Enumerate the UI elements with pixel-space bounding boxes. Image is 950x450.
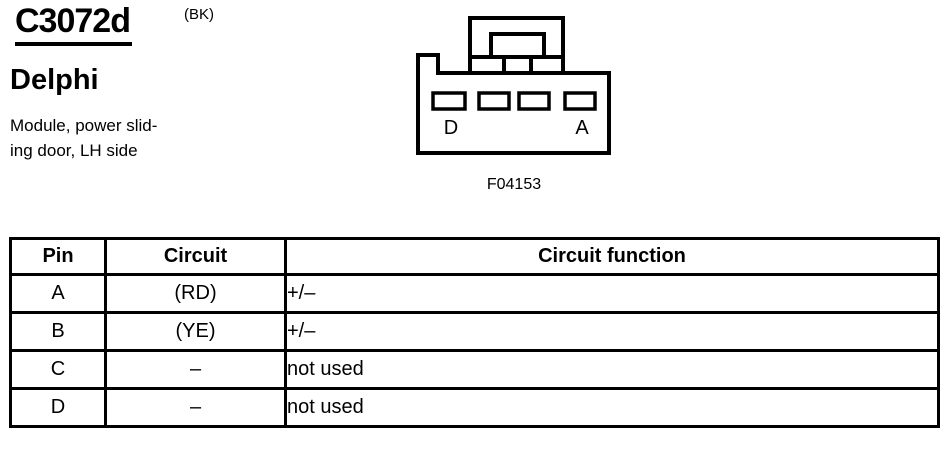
pin-cell: C bbox=[9, 349, 107, 390]
description-line-1: Module, power slid- bbox=[10, 116, 158, 135]
connector-diagram: D A bbox=[410, 10, 618, 160]
pin-cell: D bbox=[9, 387, 107, 428]
function-cell: +/– bbox=[284, 273, 940, 314]
table-row: B (YE) +/– bbox=[9, 311, 940, 352]
pin-cavity-a bbox=[563, 91, 597, 111]
circuit-cell: – bbox=[104, 387, 287, 428]
pinout-table: Pin Circuit Circuit function A (RD) +/– … bbox=[9, 237, 940, 428]
function-cell: not used bbox=[284, 387, 940, 428]
circuit-cell: (YE) bbox=[104, 311, 287, 352]
pin-cavity-d bbox=[431, 91, 467, 111]
description-line-2: ing door, LH side bbox=[10, 141, 138, 160]
connector-drawing: D A bbox=[416, 16, 611, 155]
pin-cavity-b bbox=[517, 91, 551, 111]
pin-label-d: D bbox=[444, 117, 458, 139]
circuit-cell: (RD) bbox=[104, 273, 287, 314]
pin-cavity-c bbox=[477, 91, 511, 111]
table-row: A (RD) +/– bbox=[9, 273, 940, 314]
pin-cell: B bbox=[9, 311, 107, 352]
header-pin: Pin bbox=[9, 237, 107, 276]
pin-cell: A bbox=[9, 273, 107, 314]
manufacturer-name: Delphi bbox=[10, 64, 99, 96]
latch-tab-inner bbox=[489, 32, 546, 59]
pin-label-a: A bbox=[575, 117, 589, 139]
connector-color-code: (BK) bbox=[184, 6, 214, 23]
connector-id: C3072d bbox=[15, 3, 132, 46]
table-header-row: Pin Circuit Circuit function bbox=[9, 237, 940, 276]
circuit-cell: – bbox=[104, 349, 287, 390]
connector-description: Module, power slid- ing door, LH side bbox=[10, 113, 157, 163]
function-cell: not used bbox=[284, 349, 940, 390]
header-circuit: Circuit bbox=[104, 237, 287, 276]
table-row: D – not used bbox=[9, 387, 940, 428]
connector-body-outline bbox=[416, 53, 611, 155]
header-circuit-function: Circuit function bbox=[284, 237, 940, 276]
function-cell: +/– bbox=[284, 311, 940, 352]
table-row: C – not used bbox=[9, 349, 940, 390]
latch-tab-outline bbox=[468, 16, 565, 75]
figure-number: F04153 bbox=[486, 176, 542, 193]
